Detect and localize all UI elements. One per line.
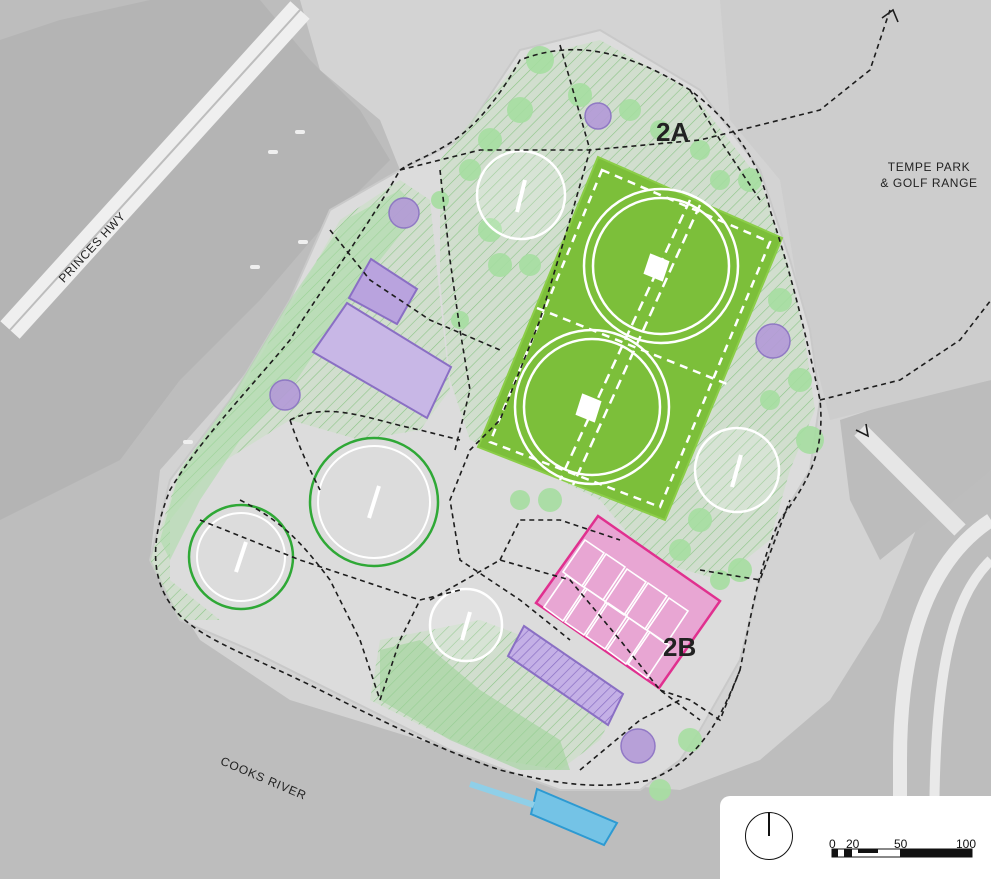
- oval-south: [428, 587, 504, 663]
- field-markings: [488, 168, 772, 509]
- oval-green-large: [308, 436, 440, 568]
- oval-north: [475, 149, 567, 241]
- pontoon-ramp: [469, 781, 535, 808]
- scale-label-50: 50: [894, 837, 908, 851]
- building-purple-main: [311, 301, 453, 420]
- tempe-park-label-2: & GOLF RANGE: [880, 176, 977, 190]
- river-right-channel: [840, 380, 991, 560]
- river-upper-channel: [0, 0, 390, 520]
- path-arrow-ne: [881, 8, 899, 23]
- scale-bar: [831, 848, 973, 858]
- scale-label-20: 20: [846, 837, 860, 851]
- trees: [431, 46, 824, 801]
- boats: [183, 130, 308, 444]
- tempe-park-label-1: TEMPE PARK: [888, 160, 970, 174]
- zone-2b-label: 2B: [663, 632, 696, 662]
- purple-markers: [269, 102, 791, 764]
- tree-belt-west: [160, 190, 420, 560]
- oval-east: [693, 426, 781, 514]
- zone-2a-label: 2A: [656, 117, 689, 147]
- tempe-park-area: [720, 0, 991, 420]
- north-arrow-icon: [745, 812, 793, 860]
- sports-field: [476, 155, 784, 522]
- legend-panel: 0 20 50 100: [720, 796, 991, 879]
- scale-label-0: 0: [829, 837, 836, 851]
- tree-belt-south: [380, 640, 570, 770]
- bridge: [854, 424, 966, 536]
- building-purple-hatched: [506, 624, 625, 727]
- walking-paths: [154, 9, 991, 786]
- right-road-1: [893, 514, 991, 879]
- tennis-courts: [534, 514, 722, 690]
- scale-label-100: 100: [956, 837, 977, 851]
- path-arrow-se: [855, 423, 870, 438]
